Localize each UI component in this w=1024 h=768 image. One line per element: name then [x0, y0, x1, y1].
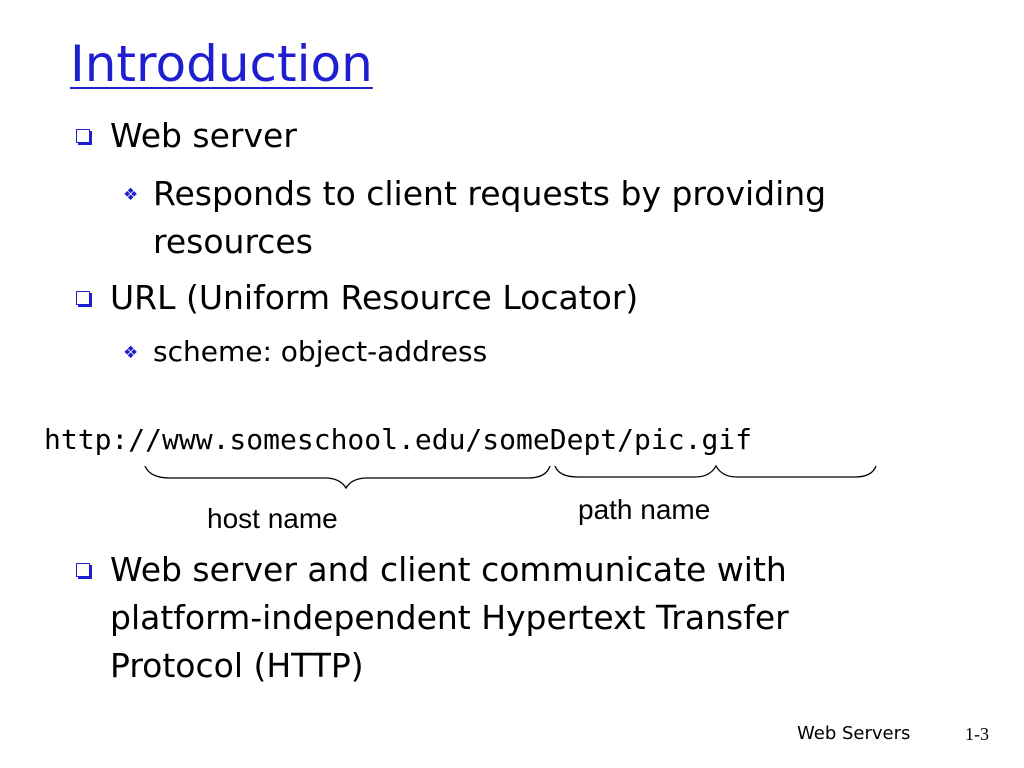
slide-title: Introduction [70, 35, 373, 93]
subbullet-text: scheme: object-address [153, 335, 488, 368]
bullet-text: Web server and client communicate with p… [110, 550, 789, 685]
square-bullet-icon [76, 291, 90, 305]
path-name-brace [554, 464, 877, 478]
bullet-text: Web server [110, 116, 297, 155]
bullet-url: URL (Uniform Resource Locator) [76, 274, 990, 322]
host-name-brace [144, 465, 551, 490]
diamond-bullet-icon: ❖ [123, 185, 139, 205]
bullet-web-server: Web server [76, 112, 990, 160]
url-example: http://www.someschool.edu/someDept/pic.g… [44, 423, 753, 456]
footer-page-number: 1-3 [965, 724, 989, 744]
square-bullet-icon [76, 129, 90, 143]
bullet-http: Web server and client communicate with p… [76, 546, 910, 690]
square-bullet-icon [76, 563, 90, 577]
subbullet-text: Responds to client requests by providing… [153, 174, 827, 261]
subbullet-scheme: ❖ scheme: object-address [123, 332, 913, 372]
bullet-text: URL (Uniform Resource Locator) [110, 278, 639, 317]
subbullet-responds: ❖ Responds to client requests by providi… [123, 170, 913, 266]
diamond-bullet-icon: ❖ [123, 343, 139, 363]
path-name-label: path name [578, 494, 711, 525]
footer-section: Web Servers [797, 723, 911, 744]
host-name-label: host name [207, 503, 338, 534]
